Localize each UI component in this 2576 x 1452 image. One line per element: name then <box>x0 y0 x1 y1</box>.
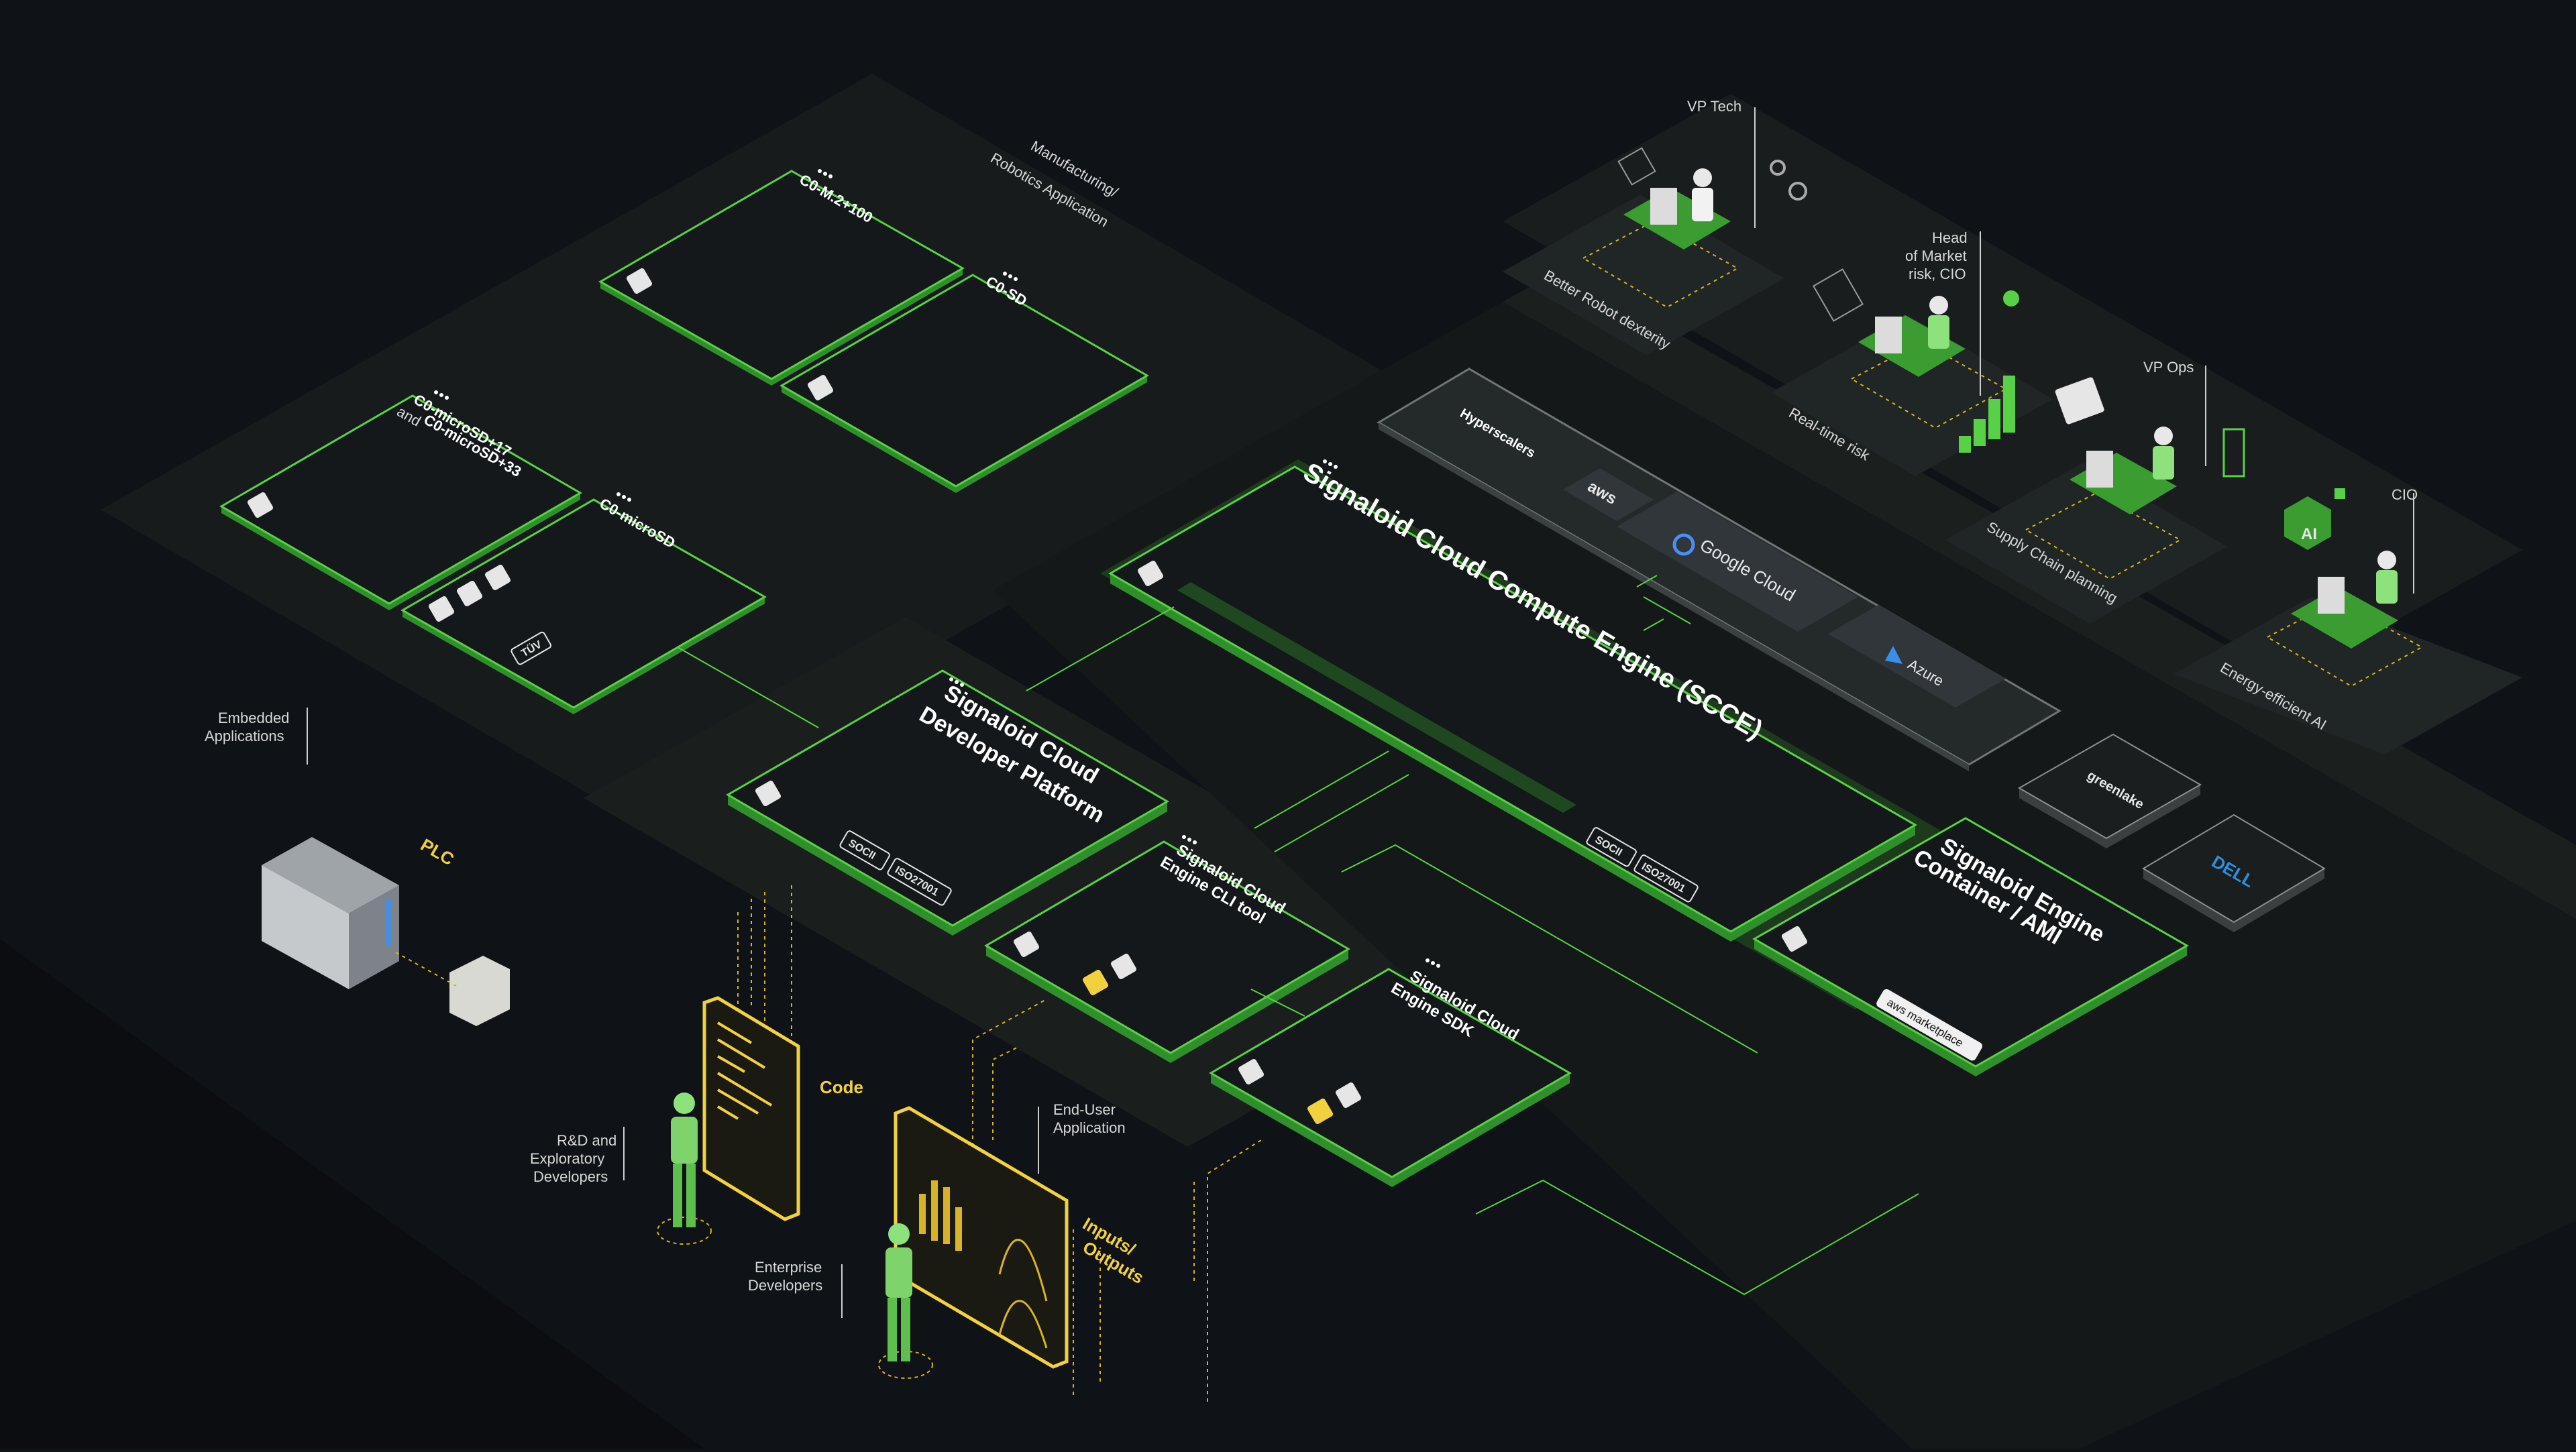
monitor-icon <box>1875 317 1902 353</box>
signaloid-logo-icon <box>1781 926 1808 952</box>
code-screen[interactable] <box>702 996 800 1221</box>
monitor-icon <box>2318 577 2345 614</box>
monitor-icon <box>1650 188 1677 225</box>
engine-container-card[interactable]: Signaloid Engine Container / AMI aws mar… <box>1752 817 2190 1076</box>
end-user-label-2: Application <box>1053 1119 1126 1136</box>
head-label-2: of Market <box>1905 247 1967 264</box>
rnd-developer-figure <box>657 1093 712 1245</box>
monitor-icon <box>2086 451 2113 488</box>
python-icon <box>1335 1082 1362 1109</box>
embedded-label-2: Applications <box>205 728 284 744</box>
spreadsheet-icon <box>1812 268 1864 322</box>
gear-icon <box>1788 182 1807 201</box>
enterprise-label-2: Developers <box>748 1277 822 1294</box>
rnd-label-2: Exploratory <box>530 1150 604 1167</box>
bar-chart-icon <box>1959 436 1971 453</box>
scce-card[interactable]: Signaloid Cloud Compute Engine (SCCE) SO… <box>1100 457 2053 1009</box>
signaloid-logo-icon <box>247 492 274 518</box>
signaloid-logo-icon <box>755 780 782 807</box>
embedded-label-1: Embedded <box>218 710 289 726</box>
modules-floor <box>101 74 1402 818</box>
signaloid-logo-icon <box>428 596 455 622</box>
report-icon <box>2055 377 2104 425</box>
card-sd[interactable]: C0-SD <box>780 272 1149 493</box>
hyperscalers-panel: Hyperscalers aws Google Cloud Azure <box>1377 368 2061 771</box>
cert-icon <box>456 580 483 607</box>
plc-label: PLC <box>417 834 458 869</box>
enterprise-developer-figure <box>878 1223 933 1379</box>
sdk-card[interactable]: Signaloid Cloud Engine SDK <box>1209 958 1572 1187</box>
cert-icon <box>484 564 511 591</box>
head-label-3: risk, CIO <box>1909 266 1966 282</box>
javascript-icon <box>1082 969 1109 996</box>
enterprise-label-1: Enterprise <box>755 1259 822 1276</box>
azure-icon <box>1885 646 1902 664</box>
google-cloud-icon <box>1672 533 1695 556</box>
code-label: Code <box>820 1077 863 1097</box>
signaloid-logo-icon <box>1137 560 1164 587</box>
head-label-1: Head <box>1932 229 1968 246</box>
rnd-label-1: R&D and <box>557 1132 616 1149</box>
plc-status-led <box>385 899 392 946</box>
gear-icon <box>1770 160 1786 176</box>
greenlake-tile[interactable]: greenlake <box>2017 733 2202 848</box>
lower-left-floor <box>0 939 704 1449</box>
ai-chip-label: AI <box>2301 525 2317 543</box>
chart-icon <box>1617 147 1656 186</box>
dell-tile[interactable]: DELL <box>2142 814 2326 932</box>
signaloid-logo-icon <box>807 374 834 401</box>
ai-chip-icon: AI <box>2284 496 2331 550</box>
end-user-screen[interactable] <box>894 1106 1069 1369</box>
background-floors <box>0 74 2576 1449</box>
plc-device[interactable] <box>262 837 510 1026</box>
card-cm2[interactable]: C0-M.2+100 <box>598 169 965 386</box>
rnd-label-3: Developers <box>533 1168 608 1185</box>
signaloid-logo-icon <box>1013 931 1040 958</box>
checklist-icon <box>2222 428 2245 478</box>
python-icon <box>1110 953 1137 980</box>
pie-chart-icon <box>2003 290 2019 306</box>
aws-tile[interactable]: aws <box>1563 468 1654 521</box>
signaloid-logo-icon <box>1238 1058 1265 1085</box>
signaloid-logo-icon <box>626 268 653 294</box>
javascript-icon <box>1307 1098 1334 1125</box>
vp-ops-label: VP Ops <box>2143 359 2194 376</box>
end-user-label-1: End-User <box>1053 1101 1116 1118</box>
cio-label: CIO <box>2392 486 2418 503</box>
vp-tech-label: VP Tech <box>1687 98 1741 115</box>
